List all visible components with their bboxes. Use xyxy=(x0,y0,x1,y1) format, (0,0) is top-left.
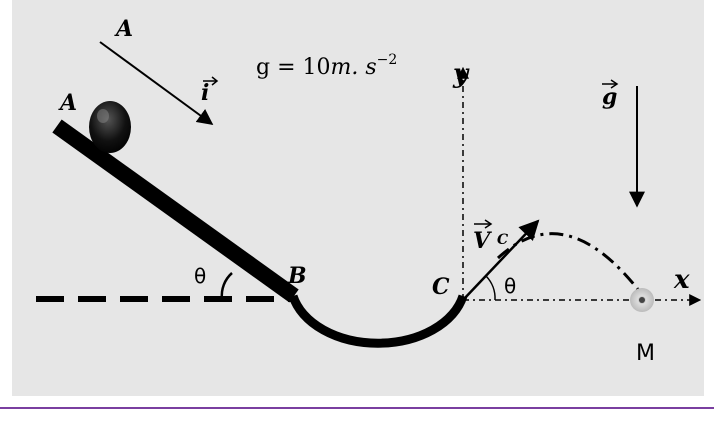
unit-vector-i-arrow xyxy=(99,41,214,125)
label-b: B xyxy=(287,263,307,289)
projectile-trajectory xyxy=(496,232,642,293)
label-i: i xyxy=(201,80,209,106)
svg-text:g = 10m. s−2: g = 10m. s−2 xyxy=(256,52,397,80)
angle-arc-b xyxy=(220,272,233,300)
diagram-background xyxy=(12,0,704,396)
label-c: C xyxy=(432,274,450,300)
theta-c-label: θ xyxy=(504,274,516,298)
label-g: g xyxy=(602,84,617,110)
label-a-top: A xyxy=(114,16,133,42)
velocity-vector-arrow xyxy=(462,219,540,301)
label-a-ramp: A xyxy=(58,90,77,116)
ball xyxy=(89,101,131,153)
label-x: x xyxy=(673,265,690,295)
gravity-value: g = 10m. s−2 xyxy=(256,52,397,80)
label-y: y xyxy=(452,59,470,89)
label-m: M xyxy=(636,341,655,366)
angle-arc-c xyxy=(485,275,496,301)
inclined-ramp xyxy=(52,119,299,303)
curved-track-bc xyxy=(288,294,468,348)
theta-b-label: θ xyxy=(194,264,206,288)
label-c-subscript: C xyxy=(497,232,508,248)
label-v: V xyxy=(473,228,492,254)
